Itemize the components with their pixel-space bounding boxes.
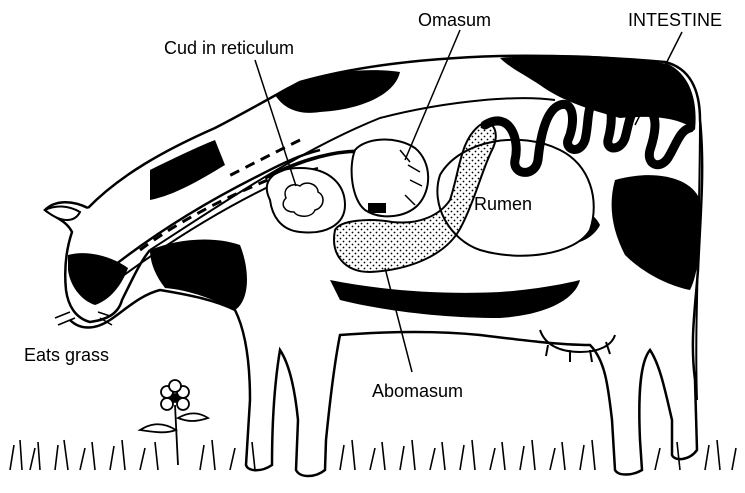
label-rumen: Rumen [474, 194, 532, 214]
label-omasum: Omasum [418, 10, 491, 30]
leader-omasum [405, 30, 460, 160]
grass [10, 440, 736, 470]
label-eats-grass: Eats grass [24, 345, 109, 365]
omasum-opening [368, 203, 386, 213]
cow-udder [540, 330, 615, 362]
label-cud-in-reticulum: Cud in reticulum [164, 38, 294, 58]
cow-ear [45, 206, 80, 220]
label-abomasum: Abomasum [372, 381, 463, 401]
omasum [352, 140, 429, 217]
label-intestine: INTESTINE [628, 10, 722, 30]
leader-abomasum [385, 268, 412, 372]
flower [140, 380, 208, 465]
